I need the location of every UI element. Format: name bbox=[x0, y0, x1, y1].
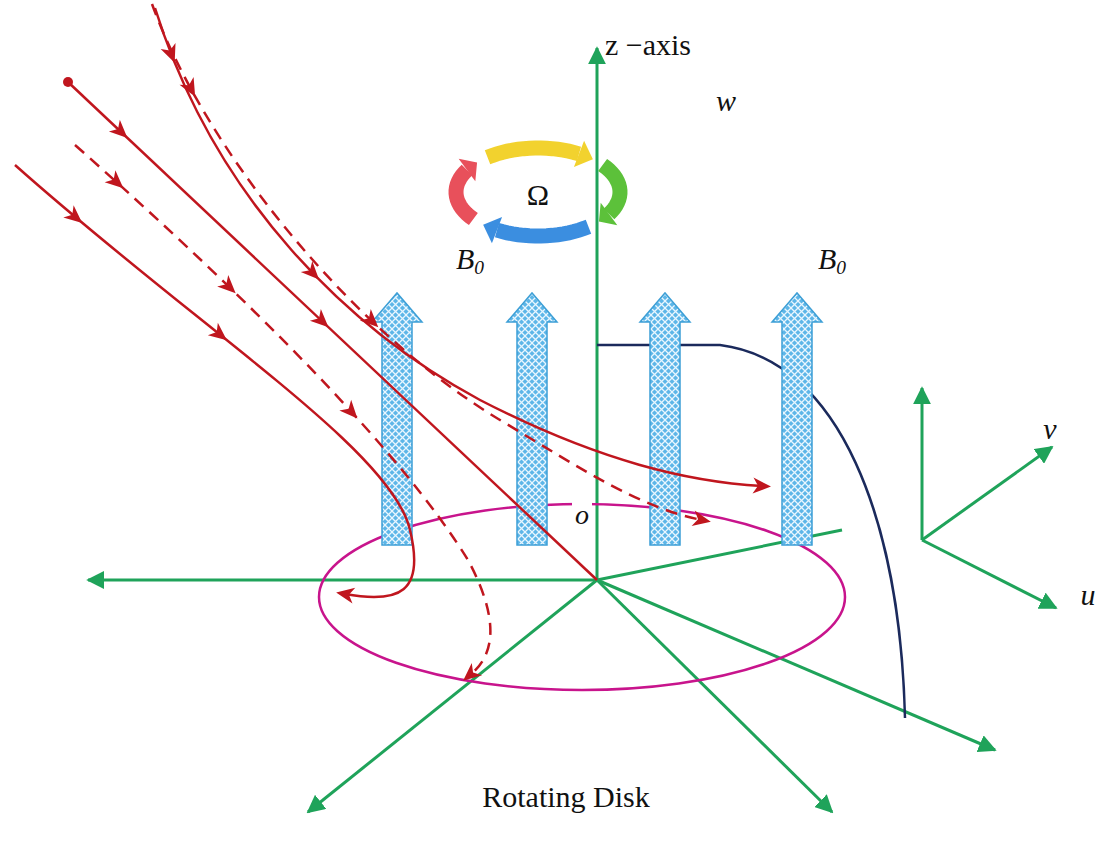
streamline-arrowhead bbox=[301, 261, 325, 285]
text-label: u bbox=[1078, 578, 1099, 611]
streamline bbox=[15, 165, 414, 597]
axis-lines bbox=[88, 48, 1056, 812]
field-arrow bbox=[640, 293, 690, 545]
text-label: v bbox=[1040, 412, 1059, 445]
streamline bbox=[68, 82, 597, 580]
streamline-source bbox=[63, 77, 73, 87]
streamline-arrowhead bbox=[458, 663, 482, 687]
streamline-arrowhead bbox=[360, 309, 384, 333]
streamline-arrowhead bbox=[109, 120, 133, 144]
field-arrow bbox=[507, 293, 557, 545]
streamline bbox=[155, 8, 762, 486]
streamline-arrowhead bbox=[335, 585, 356, 604]
rotation-arrowhead bbox=[574, 141, 593, 167]
text-label: B0 bbox=[815, 242, 849, 278]
boundary-layer-curve bbox=[597, 345, 905, 718]
streamline-arrowhead bbox=[180, 77, 203, 100]
streamline-arrowhead bbox=[63, 205, 87, 229]
magnetic-field-arrows bbox=[372, 293, 822, 545]
text-label: w bbox=[713, 84, 739, 117]
rotation-arrowhead bbox=[483, 217, 502, 243]
rotation-symbol bbox=[456, 141, 620, 243]
streamline bbox=[152, 4, 702, 520]
streamline-arrowhead bbox=[105, 170, 129, 194]
text-label: z −axis bbox=[602, 28, 694, 61]
streamline-arrowhead bbox=[208, 323, 232, 347]
rotation-arrowhead bbox=[459, 159, 477, 182]
rotation-arrowhead bbox=[599, 203, 617, 226]
text-label: Rotating Disk bbox=[479, 780, 653, 813]
text-label: Ω bbox=[524, 178, 552, 211]
streamlines bbox=[15, 4, 771, 687]
streamline-arrowhead bbox=[339, 400, 363, 424]
streamline-arrowhead bbox=[217, 275, 241, 299]
streamline-arrowhead bbox=[692, 510, 713, 529]
streamline-arrowhead bbox=[310, 309, 334, 333]
field-arrow bbox=[372, 293, 422, 545]
streamline-arrowhead bbox=[161, 43, 182, 66]
field-arrow bbox=[772, 293, 822, 545]
rotation-arc bbox=[456, 170, 473, 219]
streamline-arrowhead bbox=[753, 477, 772, 494]
text-label: B0 bbox=[453, 242, 487, 278]
text-label: o bbox=[572, 500, 592, 531]
rotation-arc bbox=[603, 165, 620, 214]
streamline bbox=[75, 145, 490, 675]
rotation-arc bbox=[488, 148, 579, 157]
rotation-arc bbox=[497, 227, 588, 236]
